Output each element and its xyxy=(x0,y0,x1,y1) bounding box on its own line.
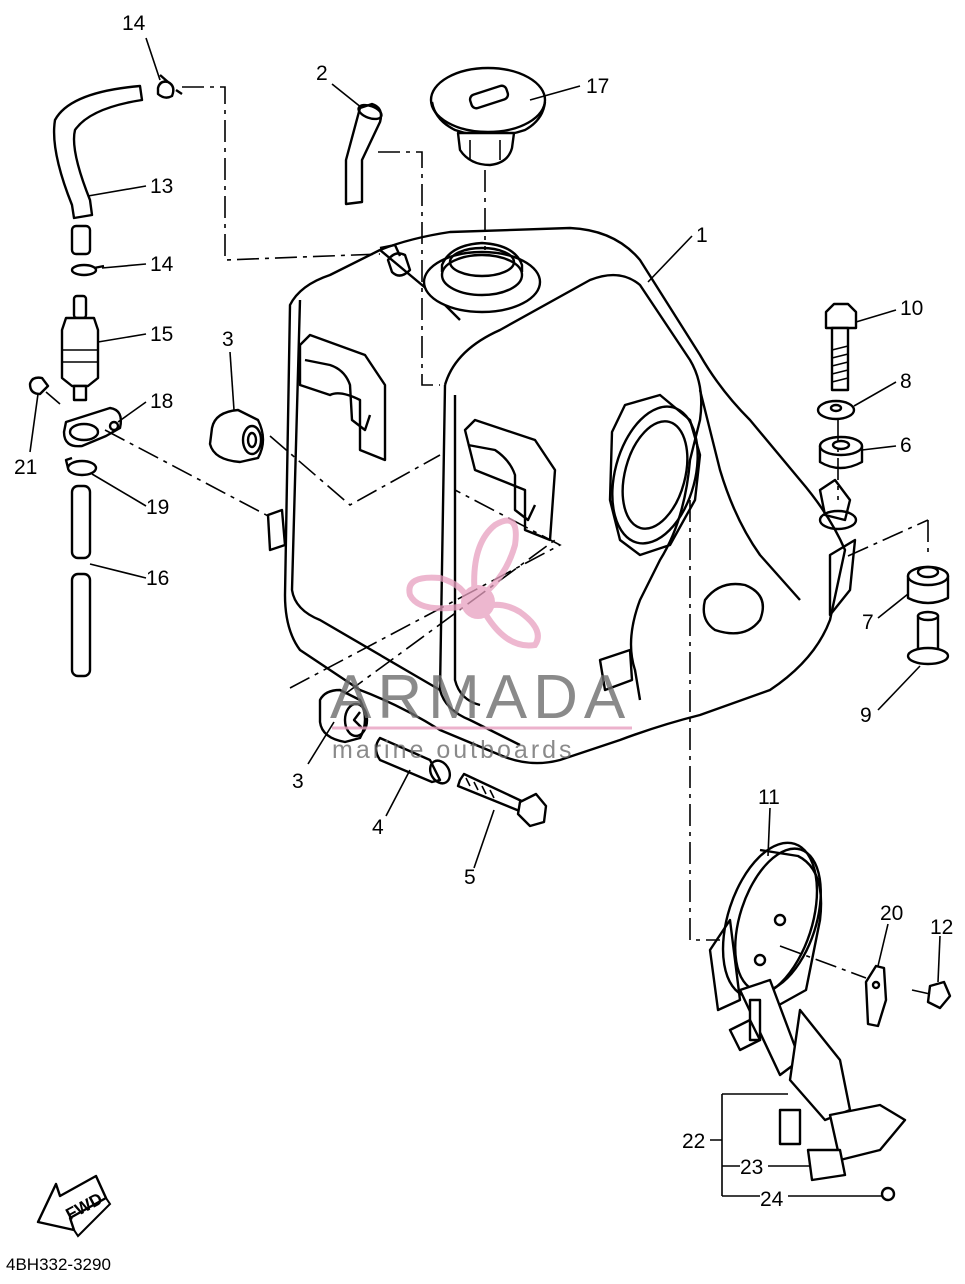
callout-19: 19 xyxy=(146,496,169,519)
callout-6: 6 xyxy=(900,434,912,457)
propeller-logo xyxy=(406,517,541,649)
grommet xyxy=(208,408,265,464)
callout-5: 5 xyxy=(464,866,476,889)
watermark-brand: ARMADA xyxy=(330,663,631,732)
callout-21: 21 xyxy=(14,456,37,479)
hose-clamp xyxy=(64,456,98,477)
screw xyxy=(28,376,61,405)
watermark-tagline: marine outboards xyxy=(332,736,575,764)
plate xyxy=(864,964,888,1028)
callout-10: 10 xyxy=(900,297,923,320)
hose-clip xyxy=(70,263,105,277)
fuel-pump-assembly xyxy=(708,841,907,1182)
callout-11: 11 xyxy=(758,786,780,809)
callout-8: 8 xyxy=(900,370,912,393)
callout-7: 7 xyxy=(862,611,874,634)
collar xyxy=(374,736,452,785)
callout-24: 24 xyxy=(760,1188,784,1211)
callout-2: 2 xyxy=(316,62,328,85)
screw xyxy=(911,980,952,1010)
fuel-filter xyxy=(60,294,100,402)
callout-18: 18 xyxy=(150,390,173,413)
collar xyxy=(906,610,950,666)
callout-4: 4 xyxy=(372,816,384,839)
damper xyxy=(818,435,864,470)
callout-labels: 14 2 17 13 1 14 10 15 3 8 18 6 21 19 16 … xyxy=(14,12,953,1211)
callout-3: 3 xyxy=(222,328,234,351)
callout-13: 13 xyxy=(150,175,173,198)
bolt xyxy=(456,772,548,828)
callout-22: 22 xyxy=(682,1130,705,1153)
fuel-hose xyxy=(70,484,92,678)
callout-23: 23 xyxy=(740,1156,763,1179)
callout-14: 14 xyxy=(150,253,174,276)
callout-15: 15 xyxy=(150,323,173,346)
callout-17: 17 xyxy=(586,75,609,98)
clip xyxy=(880,1186,896,1202)
callout-12: 12 xyxy=(930,916,953,939)
callout-16: 16 xyxy=(146,567,169,590)
washer xyxy=(816,399,856,421)
callout-1: 1 xyxy=(696,224,708,247)
callout-20: 20 xyxy=(880,902,903,925)
forward-arrow-icon: FWD xyxy=(36,1174,112,1238)
diagram-code: 4BH332-3290 xyxy=(6,1255,111,1274)
alignment-lines xyxy=(104,86,929,979)
callout-9: 9 xyxy=(860,704,872,727)
vent-hose xyxy=(344,102,383,206)
callout-14: 14 xyxy=(122,12,146,35)
hose-clip xyxy=(156,74,183,99)
filter-bracket xyxy=(62,406,123,448)
filler-cap xyxy=(429,66,547,167)
fuel-tank xyxy=(266,226,858,765)
bolt xyxy=(824,302,858,392)
callout-3: 3 xyxy=(292,770,304,793)
damper xyxy=(906,565,950,605)
leader-lines xyxy=(29,37,941,1197)
watermark: ARMADA marine outboards xyxy=(330,517,632,764)
breather-hose xyxy=(52,84,144,256)
